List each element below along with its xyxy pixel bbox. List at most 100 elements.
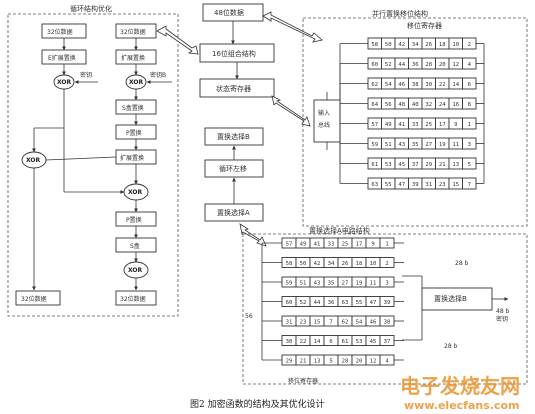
reg-top-value: 42 [398,42,405,48]
sel-a-label: 置换选择A [217,208,250,217]
reg-bot-value: 60 [286,300,293,306]
reg-top-value: 15 [452,182,459,188]
left-output-box [15,290,61,306]
reg-top-value: 43 [398,142,405,148]
xor-left-2-label: XOR [26,157,41,164]
reg-top-value: 22 [439,82,446,88]
reg-bot-value: 10 [370,261,377,267]
right-perm-label: 扩展置换 [121,54,145,62]
reg-bot-value: 14 [314,339,321,345]
reg-top-value: 37 [412,162,419,168]
reg-top-value: 1 [468,122,471,128]
reg-top-value: 6 [468,82,471,88]
in-bus-label-1: 输入 [318,109,330,117]
bus-arrow-bot [239,223,267,247]
reg-top-value: 16 [452,102,459,108]
key-b-label: 密钥B [150,71,166,79]
reg-top-value: 49 [385,122,392,128]
bus-arrow-left [156,25,199,55]
reg-top-value: 26 [425,42,432,48]
left-step-1-label: P置换 [126,216,142,224]
reg-top-value: 38 [412,82,419,88]
shift-box [204,159,264,178]
reg-bot-value: 59 [286,281,293,287]
reg-top-value: 53 [385,162,392,168]
reg-top-value: 36 [412,62,419,68]
reg-bot-value: 3 [385,281,388,287]
reg-top-value: 28 [425,62,432,68]
out-48-key: 密钥 [496,315,508,323]
reg-bot-value: 61 [342,339,349,345]
reg-top-value: 3 [468,142,471,148]
reg-top-value: 10 [452,42,459,48]
xor-left-1-label: XOR [57,79,72,86]
reg-bot-value: 34 [328,261,335,267]
reg-top-value: 13 [452,162,459,168]
reg-bot-value: 43 [314,281,321,287]
watermark-logo: 电子发烧友网 [400,374,520,398]
reg-bot-value: 25 [342,242,349,248]
reg-top-value: 14 [452,82,459,88]
reg-top-value: 18 [439,42,446,48]
reg-bot-value: 6 [329,339,332,345]
reg-bot-value: 39 [384,300,391,306]
reg-top-value: 11 [452,142,459,148]
reg-bot-value: 17 [356,242,363,248]
reg-bot-value: 19 [356,281,363,287]
reg-bot-value: 31 [286,320,293,326]
reg-top-value: 33 [412,122,419,128]
left-step-2-label: S盒 [130,242,140,250]
reg-bot-value: 18 [356,261,363,267]
reg-top-value: 32 [425,102,432,108]
right-bot-region [242,233,528,385]
reg-bot-value: 28 [342,359,349,365]
reg-bot-value: 51 [300,281,307,287]
reg-bot-value: 5 [329,359,332,365]
left-input-label: 32位数据 [47,28,73,36]
reg-top-value: 34 [412,42,419,48]
reg-top-value: 5 [468,162,471,168]
reg-top-value: 58 [371,42,378,48]
sel-b-label: 置换选择B [217,132,250,141]
right-top-region [302,17,528,227]
reg-bot-value: 12 [370,359,377,365]
reg-top-value: 31 [425,182,432,188]
sel-b-box [204,127,264,146]
side-28a: 28 b [455,260,469,267]
reg-top-value: 39 [412,182,419,188]
reg-top-value: 20 [439,62,446,68]
reg-bot-value: 47 [370,300,377,306]
figure-caption: 图2 加密函数的结构及其优化设计 [190,398,325,410]
shift-label: 循环左移 [219,164,247,173]
right-output-label: 32位数据 [120,295,146,303]
xor-right-3-label: XOR [128,267,143,274]
reg-top-value: 27 [425,142,432,148]
reg-top-value: 40 [412,102,419,108]
mid-step-2-label: P置换 [126,129,142,137]
reg-top-value: 44 [398,62,405,68]
reg-top-value: 50 [385,42,392,48]
reg-top-value: 64 [371,102,378,108]
reg-top-value: 52 [385,62,392,68]
xor-right-2-label: XOR [128,189,143,196]
reg-bot-value: 42 [314,261,321,267]
reg-bot-value: 50 [300,261,307,267]
reg-top-value: 55 [385,182,392,188]
reg-bot-value: 15 [314,320,321,326]
reg-bot-value: 38 [384,320,391,326]
reg-bot-value: 54 [356,320,363,326]
reg-bot-value: 20 [356,359,363,365]
reg-bot-value: 44 [314,300,321,306]
reg-top-value: 56 [385,102,392,108]
reg-top-value: 7 [468,182,471,188]
key-label-left: 密钥 [80,71,92,79]
reg-bot-value: 46 [370,320,377,326]
reg-bot-value: 36 [328,300,335,306]
reg-bot-value: 23 [300,320,307,326]
reg-top-value: 61 [371,162,378,168]
reg-top-value: 30 [425,82,432,88]
combine-label: 16位组合结构 [212,49,256,58]
reg-bot-value: 63 [342,300,349,306]
